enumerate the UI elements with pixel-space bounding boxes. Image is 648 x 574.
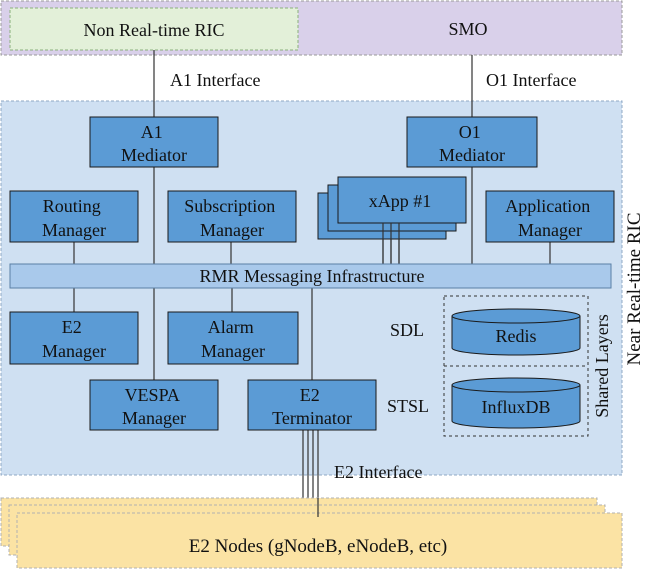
a1-interface-label: A1 Interface xyxy=(170,70,260,90)
redis-cylinder xyxy=(451,308,581,356)
near-rt-ric-label: Near Real-time RIC xyxy=(624,212,645,365)
stsl-label: STSL xyxy=(387,396,429,416)
application-manager-label: Application Manager xyxy=(505,196,594,240)
shared-layers-label: Shared Layers xyxy=(592,314,612,417)
xapp-label: xApp #1 xyxy=(369,191,432,211)
e2-terminator-box xyxy=(247,379,377,431)
rmr-bar xyxy=(9,263,612,289)
o1-interface-label: O1 Interface xyxy=(486,70,576,90)
rmr-label: RMR Messaging Infrastructure xyxy=(200,266,425,286)
e2-nodes-box-front xyxy=(16,512,623,569)
a1-mediator-label: A1 Mediator xyxy=(121,122,187,165)
smo-label: SMO xyxy=(448,19,487,39)
sdl-label: SDL xyxy=(390,320,424,340)
non-rt-ric-label: Non Real-time RIC xyxy=(84,20,225,40)
influxdb-label: InfluxDB xyxy=(482,397,551,417)
non-rt-ric-box xyxy=(9,7,299,51)
alarm-manager-box xyxy=(167,311,299,365)
e2-manager-label: E2 Manager xyxy=(42,317,106,361)
redis-label: Redis xyxy=(495,326,536,346)
routing-manager-label: Routing Manager xyxy=(42,196,106,240)
alarm-manager-label: Alarm Manager xyxy=(201,317,265,361)
influxdb-cylinder xyxy=(451,377,581,429)
e2-manager-box xyxy=(9,311,139,365)
vespa-manager-label: VESPA Manager xyxy=(122,385,186,428)
o1-mediator-box xyxy=(406,116,538,168)
vespa-manager-box xyxy=(89,379,219,431)
subscription-manager-label: Subscription Manager xyxy=(184,196,280,240)
e2-nodes-label: E2 Nodes (gNodeB, eNodeB, etc) xyxy=(189,536,448,557)
e2-interface-label: E2 Interface xyxy=(334,462,422,482)
e2-terminator-label: E2 Terminator xyxy=(272,385,352,428)
xapp-box-front xyxy=(337,176,467,224)
subscription-manager-box xyxy=(167,190,297,243)
o1-mediator-label: O1 Mediator xyxy=(439,122,505,165)
application-manager-box xyxy=(485,190,615,243)
a1-mediator-box xyxy=(89,116,219,168)
routing-manager-box xyxy=(9,190,139,243)
